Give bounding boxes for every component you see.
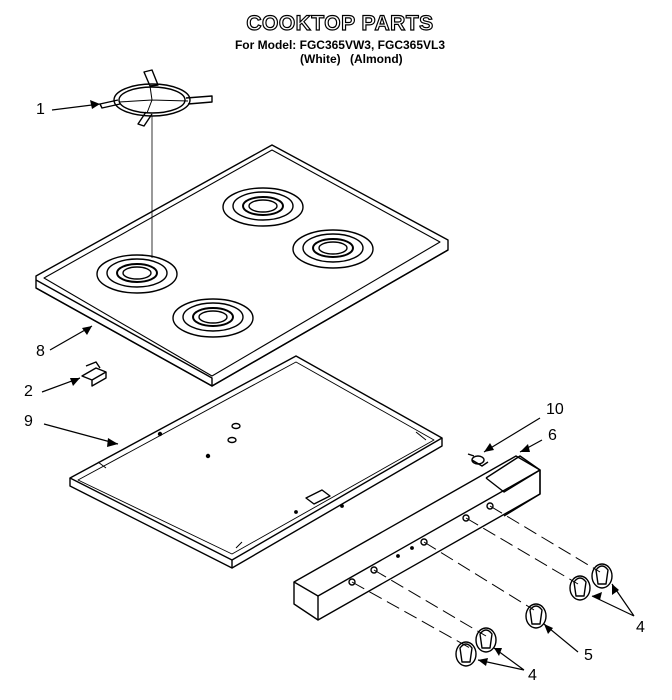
leader-9 [43, 423, 119, 445]
burner-grate-part-1 [99, 69, 213, 127]
cooktop-main-top-part-8 [35, 144, 449, 387]
callout-4-bottom: 4 [528, 667, 537, 684]
callout-5: 5 [584, 647, 593, 664]
callout-9: 9 [24, 413, 33, 430]
callout-4-right: 4 [636, 619, 645, 636]
burner-well-rear-right [222, 187, 304, 227]
burner-box-part-9 [69, 355, 443, 569]
clip-part-2 [81, 361, 107, 387]
color-variants: (White) (Almond) [300, 52, 403, 66]
callout-2: 2 [24, 383, 33, 400]
leader-10 [483, 417, 541, 453]
knob-front-left-b [475, 627, 497, 653]
knob-right-a [569, 575, 591, 601]
callout-1: 1 [36, 101, 45, 118]
burner-well-front-left [172, 298, 254, 338]
callout-arrowheads [70, 100, 619, 666]
knob-front-left-a [455, 641, 477, 667]
model-line: For Model: FGC365VW3, FGC365VL3 [234, 38, 446, 52]
burner-well-rear-left [96, 254, 178, 294]
callout-8: 8 [36, 343, 45, 360]
callout-10: 10 [546, 401, 564, 418]
diagram-header: COOKTOP PARTS For Model: FGC365VW3, FGC3… [200, 11, 480, 66]
burner-well-front-right [292, 229, 374, 269]
knob-alignment-lines [351, 505, 601, 649]
diagram-title: COOKTOP PARTS [246, 11, 434, 35]
valve-fitting-part-10 [467, 453, 489, 467]
control-panel-bracket [293, 455, 541, 621]
callout-6: 6 [548, 427, 557, 444]
knob-center-part-5 [525, 603, 547, 629]
knob-right-b [591, 563, 613, 589]
